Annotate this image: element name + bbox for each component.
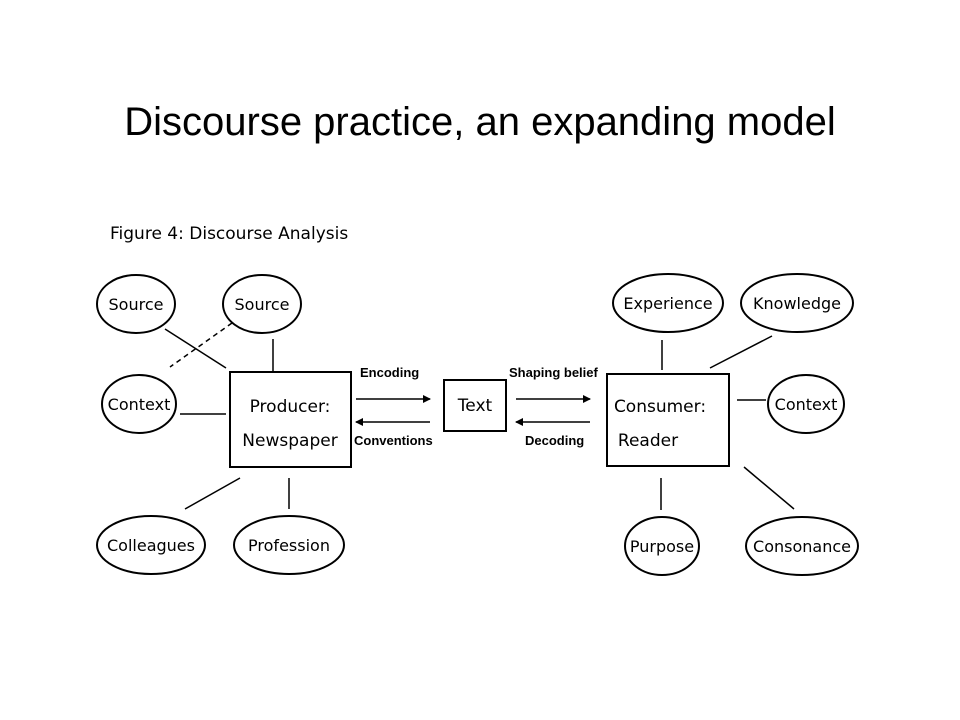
node-source-2: Source [222, 274, 302, 334]
producer-label-line2: Newspaper [242, 431, 337, 451]
consumer-box [606, 373, 730, 467]
node-purpose: Purpose [624, 516, 700, 576]
consumer-label-line1: Consumer: [614, 397, 706, 417]
connector-consonance-consumer [743, 466, 795, 510]
node-experience-label: Experience [623, 294, 712, 313]
node-purpose-label: Purpose [630, 537, 694, 556]
shaping-belief-label: Shaping belief [509, 365, 599, 380]
node-profession-label: Profession [248, 536, 330, 555]
node-source-1: Source [96, 274, 176, 334]
text-box [443, 379, 507, 432]
encoding-label: Encoding [360, 365, 419, 380]
connector-lines [164, 322, 795, 510]
producer-label-line1: Producer: [250, 397, 331, 417]
node-context-producer: Context [101, 374, 177, 434]
node-context-producer-label: Context [108, 395, 171, 414]
node-consonance: Consonance [745, 516, 859, 576]
producer-box [229, 371, 352, 468]
connector-source-producer [164, 328, 227, 369]
node-context-consumer: Context [767, 374, 845, 434]
decoding-label: Decoding [525, 433, 584, 448]
figure-caption: Figure 4: Discourse Analysis [110, 224, 348, 244]
node-consonance-label: Consonance [753, 537, 851, 556]
node-experience: Experience [612, 273, 724, 333]
flow-arrows [355, 395, 591, 426]
node-knowledge: Knowledge [740, 273, 854, 333]
node-source-1-label: Source [109, 295, 164, 314]
text-box-label: Text [457, 396, 493, 416]
node-colleagues: Colleagues [96, 515, 206, 575]
node-source-2-label: Source [235, 295, 290, 314]
connector-knowledge-consumer [709, 335, 773, 369]
consumer-label-line2: Reader [618, 431, 678, 451]
connector-colleagues-producer [184, 477, 241, 510]
node-knowledge-label: Knowledge [753, 294, 841, 313]
node-colleagues-label: Colleagues [107, 536, 195, 555]
conventions-label: Conventions [354, 433, 433, 448]
node-profession: Profession [233, 515, 345, 575]
slide-title: Discourse practice, an expanding model [124, 100, 836, 144]
node-context-consumer-label: Context [775, 395, 838, 414]
connector-source2-context-dashed [169, 322, 233, 368]
